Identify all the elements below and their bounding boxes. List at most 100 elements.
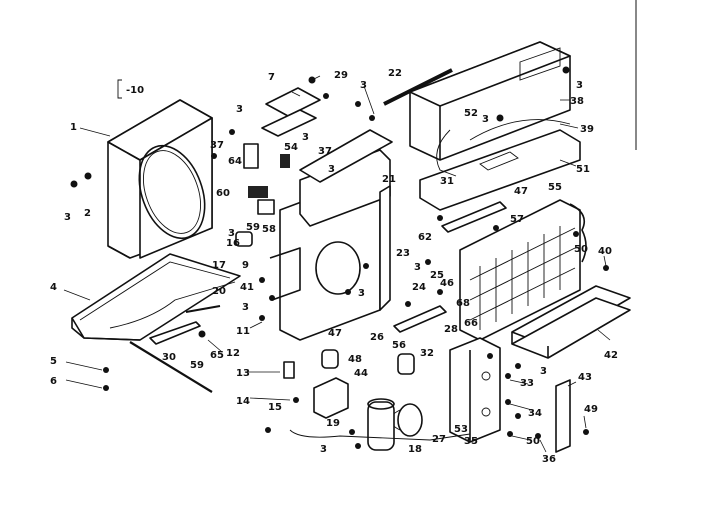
callout-3: 3: [228, 228, 235, 239]
evaporator-coil-part: [459, 199, 587, 341]
callout-54: 54: [284, 142, 298, 153]
drain-tray-part: [419, 129, 581, 211]
condenser-shroud-part: [107, 99, 213, 259]
bracket-strip-part: [149, 321, 201, 345]
side-tray-part: [511, 285, 631, 359]
rod-part: [129, 341, 213, 393]
pin-part: [185, 305, 221, 313]
base-pan-part: [71, 253, 241, 341]
leader-lines: [63, 75, 611, 453]
callout-3: 3: [414, 262, 421, 273]
callout-28: 28: [444, 324, 458, 335]
callout-7: 7: [268, 72, 275, 83]
callout-3: 3: [540, 366, 547, 377]
callout-9: 9: [242, 260, 249, 271]
bracket-7-part: [265, 87, 321, 117]
callout-26: 26: [370, 332, 384, 343]
callout-3: 3: [242, 302, 249, 313]
callout-2: 2: [84, 208, 91, 219]
callout-3: 3: [360, 80, 367, 91]
figure-ref-bracket: [117, 79, 122, 99]
callout-17: 17: [212, 260, 226, 271]
component-17-part: [235, 231, 253, 247]
tubing-39-part: [469, 119, 571, 141]
callout-51: 51: [576, 164, 590, 175]
tubing-27-part: [289, 429, 471, 441]
callout-41: 41: [240, 282, 254, 293]
callout-50: 50: [526, 436, 540, 447]
callout-46: 46: [440, 278, 454, 289]
callout-11: 11: [236, 326, 250, 337]
callout-16: 16: [226, 238, 240, 249]
callout-3: 3: [576, 80, 583, 91]
callout-23: 23: [396, 248, 410, 259]
callout-18: 18: [408, 444, 422, 455]
callout-55: 55: [548, 182, 562, 193]
callout-33: 33: [520, 378, 534, 389]
callout-30: 30: [162, 352, 176, 363]
callout-37: 37: [318, 146, 332, 157]
callout-58: 58: [262, 224, 276, 235]
callout-36: 36: [542, 454, 556, 465]
callout-15: 15: [268, 402, 282, 413]
callout-14: 14: [236, 396, 250, 407]
callout-38: 38: [570, 96, 584, 107]
component-37-part: [280, 154, 290, 168]
callout-21: 21: [382, 174, 396, 185]
callout-3: 3: [236, 104, 243, 115]
callout-40: 40: [598, 246, 612, 257]
partition-panel-part: [269, 149, 391, 341]
callout-3: 3: [302, 132, 309, 143]
callout-6: 6: [50, 376, 57, 387]
side-bracket-43-part: [555, 379, 571, 453]
callout-65: 65: [210, 350, 224, 361]
component-48-part: [321, 349, 339, 369]
callout-52: 52: [464, 108, 478, 119]
callout-4: 4: [50, 282, 57, 293]
component-13-part: [283, 361, 295, 379]
callout-20: 20: [212, 286, 226, 297]
callout-44: 44: [354, 368, 368, 379]
bar-47-part: [441, 201, 507, 233]
callout-57: 57: [510, 214, 524, 225]
callout-50: 50: [574, 244, 588, 255]
callout-5: 5: [50, 356, 57, 367]
callout-34: 34: [528, 408, 542, 419]
callout-3: 3: [358, 288, 365, 299]
tubing-31-part: [436, 129, 457, 177]
callout-labels: 1 2 3 3 3 3 3 3 3 3 3 3 3 3 3 4 5 6 7 9 …: [50, 68, 618, 465]
fasteners: [70, 66, 609, 449]
callout-29: 29: [334, 70, 348, 81]
callout-25: 25: [430, 270, 444, 281]
bracket-54-part: [243, 143, 259, 169]
callout-22: 22: [388, 68, 402, 79]
callout-12: 12: [226, 348, 240, 359]
figure-ref-label: -10: [126, 85, 144, 96]
motor-53-part: [397, 403, 423, 437]
callout-59: 59: [246, 222, 260, 233]
component-56-part: [397, 353, 415, 375]
motor-bracket-part: [449, 337, 501, 443]
callout-32: 32: [420, 348, 434, 359]
bracket-small-part: [261, 109, 317, 137]
callout-3: 3: [320, 444, 327, 455]
callout-3: 3: [482, 114, 489, 125]
callout-48: 48: [348, 354, 362, 365]
component-58-part: [257, 199, 275, 215]
callout-3: 3: [328, 164, 335, 175]
callout-64: 64: [228, 156, 242, 167]
callout-31: 31: [440, 176, 454, 187]
callout-13: 13: [236, 368, 250, 379]
callout-47: 47: [514, 186, 528, 197]
callout-19: 19: [326, 418, 340, 429]
callout-37: 37: [210, 140, 224, 151]
callout-53: 53: [454, 424, 468, 435]
compressor-bracket-44-part: [313, 377, 349, 419]
callout-27: 27: [432, 434, 446, 445]
component-60-part: [248, 186, 268, 198]
callout-60: 60: [216, 188, 230, 199]
bracket-64-part: [393, 305, 447, 333]
callout-59: 59: [190, 360, 204, 371]
callout-35: 35: [464, 436, 478, 447]
top-cover-part: [299, 129, 393, 183]
